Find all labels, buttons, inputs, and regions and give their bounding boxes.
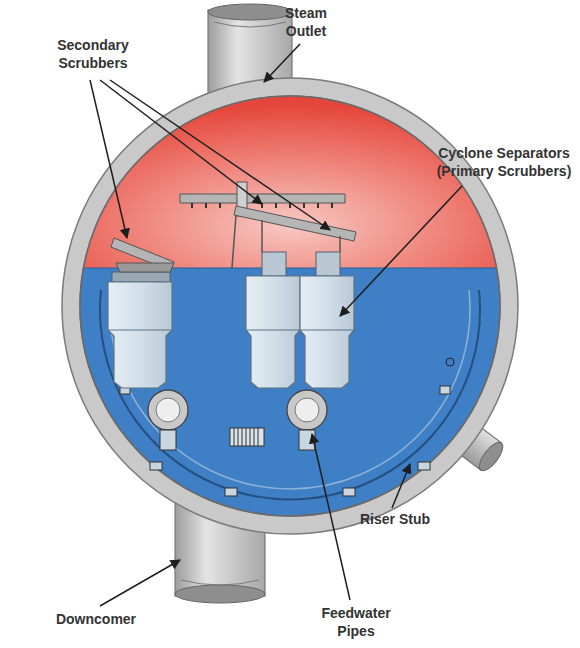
leader-arrow: [100, 560, 180, 606]
leader-arrow: [312, 434, 350, 600]
part-label: Riser Stub: [340, 510, 450, 528]
pipe-break-line: [214, 22, 286, 27]
cyclone-seam: [108, 330, 172, 331]
steam-region: [80, 96, 500, 268]
scrubber-support: [232, 215, 340, 268]
feedwater-pipe: [287, 390, 327, 430]
pipe-break-line: [181, 580, 259, 585]
bolt: [446, 358, 454, 366]
cyclone-neck: [316, 252, 340, 276]
secondary-scrubber: [111, 238, 174, 271]
part-label: Cyclone Separators (Primary Scrubbers): [430, 144, 578, 180]
bracket: [440, 386, 450, 394]
pipe-cut-end: [208, 4, 292, 20]
pipe-cut-end: [175, 585, 265, 603]
pipe-clamp: [299, 430, 315, 450]
cyclone-neck: [262, 252, 286, 276]
secondary-scrubber: [234, 206, 356, 241]
bracket: [418, 462, 430, 470]
drum-inner-wall: [80, 96, 500, 516]
leader-arrow: [340, 186, 462, 316]
secondary-scrubber: [180, 194, 345, 203]
cyclone-separator: [300, 276, 354, 388]
cyclone-separator: [108, 282, 172, 388]
part-label: Steam Outlet: [271, 4, 341, 40]
leader-arrow: [392, 464, 410, 508]
bracket: [150, 462, 162, 470]
rack: [230, 428, 264, 446]
bracket: [225, 488, 237, 496]
leader-arrow: [100, 80, 262, 204]
scrubber-tray: [116, 263, 174, 272]
pipe-cut-end: [475, 439, 507, 475]
cyclone-cap: [112, 272, 170, 282]
cyclone-separator: [246, 276, 300, 388]
part-label: Downcomer: [36, 610, 156, 628]
part-label: Secondary Scrubbers: [43, 36, 143, 72]
feedwater-bore: [156, 398, 180, 422]
rack-bars: [234, 428, 258, 446]
water-region: [80, 96, 500, 516]
bracket: [343, 488, 355, 496]
part-label: Feedwater Pipes: [316, 604, 396, 640]
leader-arrow: [90, 80, 127, 238]
leader-arrow: [110, 80, 330, 230]
cyclone-seam: [246, 330, 354, 331]
pipe-clamp: [160, 430, 176, 450]
feedwater-pipe: [148, 390, 188, 430]
feedwater-bore: [295, 398, 319, 422]
leader-arrow: [264, 44, 300, 82]
